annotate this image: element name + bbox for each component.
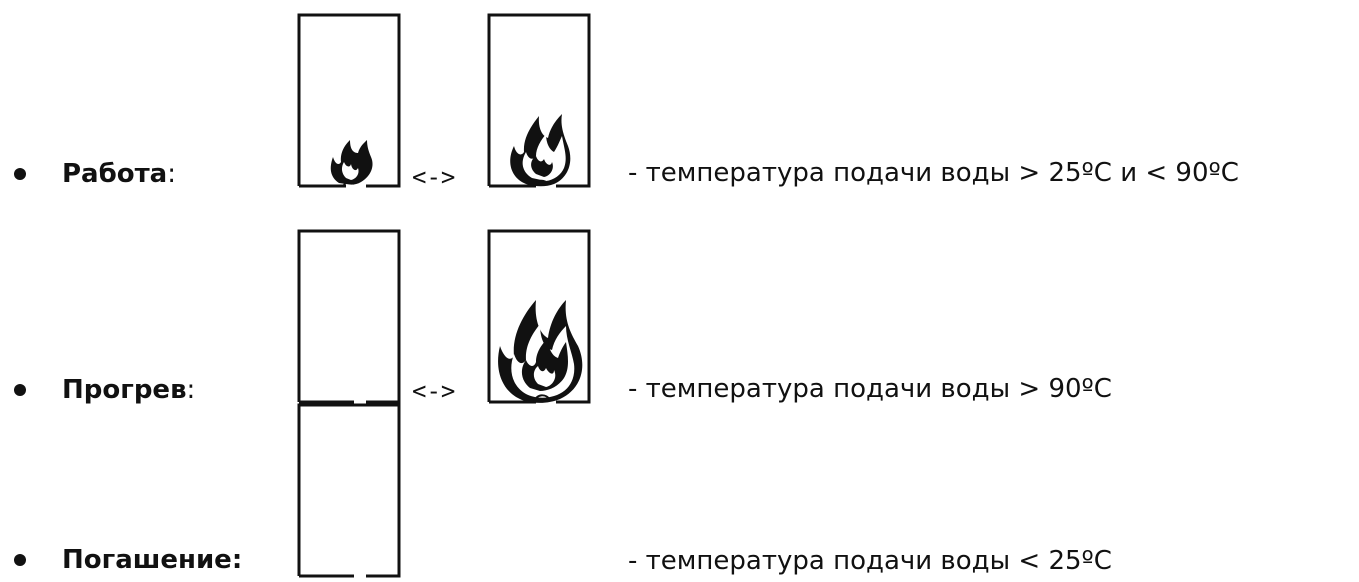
alternation-arrow: <-> (412, 163, 456, 191)
state-label-pogashenie: Погашение: (62, 545, 242, 575)
state-label-rabota: Работа: (62, 159, 176, 189)
bullet-marker (14, 168, 26, 180)
alternation-arrow: <-> (412, 377, 456, 405)
state-colon: : (167, 159, 176, 189)
state-description: - температура подачи воды > 90ºC (628, 374, 1112, 404)
bullet-marker (14, 384, 26, 396)
state-name: Погашение: (62, 545, 243, 575)
bullet-marker (14, 554, 26, 566)
state-label-progrev: Прогрев: (62, 375, 195, 405)
large-flame-icon (486, 228, 596, 408)
state-name: Прогрев (62, 375, 187, 405)
medium-flame-icon (486, 12, 596, 192)
no-flame-icon (296, 402, 406, 582)
state-colon: : (186, 375, 196, 405)
state-description: - температура подачи воды > 25ºC и < 90º… (628, 158, 1239, 188)
small-flame-icon (296, 12, 406, 192)
state-name: Работа (62, 159, 168, 189)
state-description: - температура подачи воды < 25ºC (628, 546, 1112, 576)
no-flame-icon (296, 228, 406, 408)
